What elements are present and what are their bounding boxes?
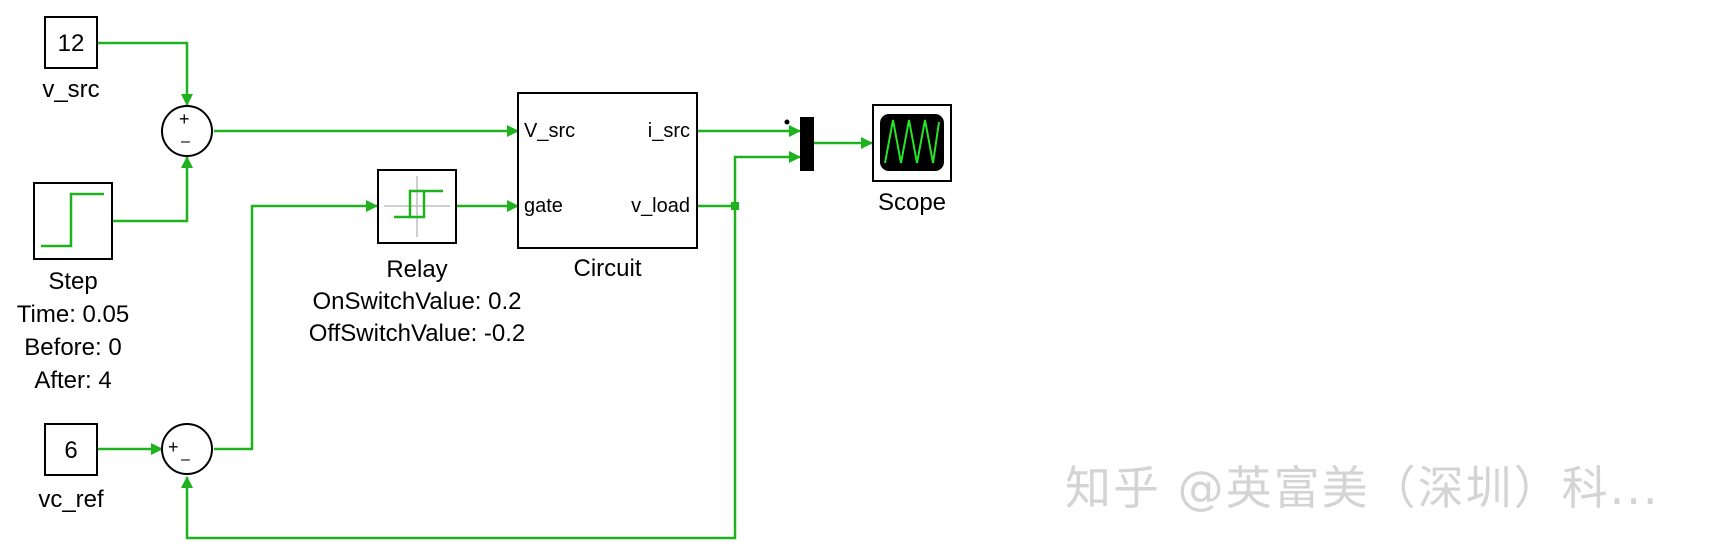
- signal-vload-feedback[interactable]: [181, 206, 737, 540]
- v-src-constant-block[interactable]: 12: [44, 16, 98, 69]
- step-icon: [41, 192, 104, 248]
- signal-vload-to-mux[interactable]: [697, 151, 801, 208]
- sum-top-minus: –: [181, 133, 190, 150]
- circuit-block[interactable]: [517, 92, 698, 249]
- sum-bottom-plus: +: [168, 437, 179, 457]
- relay-param-off: OffSwitchValue: -0.2: [308, 320, 526, 347]
- sum-bottom-minus: –: [181, 451, 190, 468]
- sum-block-top[interactable]: [161, 105, 213, 157]
- signal-vsrc-to-sum[interactable]: [98, 41, 193, 106]
- relay-label: Relay: [386, 256, 448, 283]
- relay-param-on: OnSwitchValue: 0.2: [312, 288, 522, 315]
- scope-trace-icon: [884, 119, 940, 164]
- sum-top-plus: +: [179, 109, 190, 129]
- vc-ref-value: 6: [64, 437, 78, 464]
- circuit-port-vsrc: V_src: [524, 120, 576, 142]
- v-src-value: 12: [57, 30, 85, 57]
- circuit-port-gate: gate: [524, 195, 563, 217]
- vc-ref-label: vc_ref: [38, 486, 104, 513]
- scope-screen: [880, 114, 944, 171]
- signal-step-to-sum[interactable]: [113, 156, 193, 223]
- circuit-port-isrc: i_src: [647, 120, 690, 142]
- watermark: 知乎 @英富美（深圳）科...: [1065, 461, 1660, 515]
- mux-block[interactable]: [800, 117, 814, 171]
- step-param-time: Time: 0.05: [16, 301, 130, 328]
- vc-ref-constant-block[interactable]: 6: [44, 423, 98, 476]
- step-param-after: After: 4: [34, 367, 112, 394]
- sum-block-bottom[interactable]: [161, 423, 213, 475]
- step-param-before: Before: 0: [24, 334, 122, 361]
- circuit-port-vload: v_load: [631, 195, 690, 217]
- scope-label: Scope: [877, 189, 947, 216]
- mux-dot: [784, 119, 790, 125]
- v-src-label: v_src: [42, 76, 100, 103]
- relay-hysteresis-icon: [384, 176, 450, 237]
- step-label: Step: [48, 268, 98, 295]
- circuit-label: Circuit: [573, 255, 642, 282]
- branch-point: [731, 202, 739, 210]
- signal-sum-to-relay[interactable]: [214, 200, 378, 451]
